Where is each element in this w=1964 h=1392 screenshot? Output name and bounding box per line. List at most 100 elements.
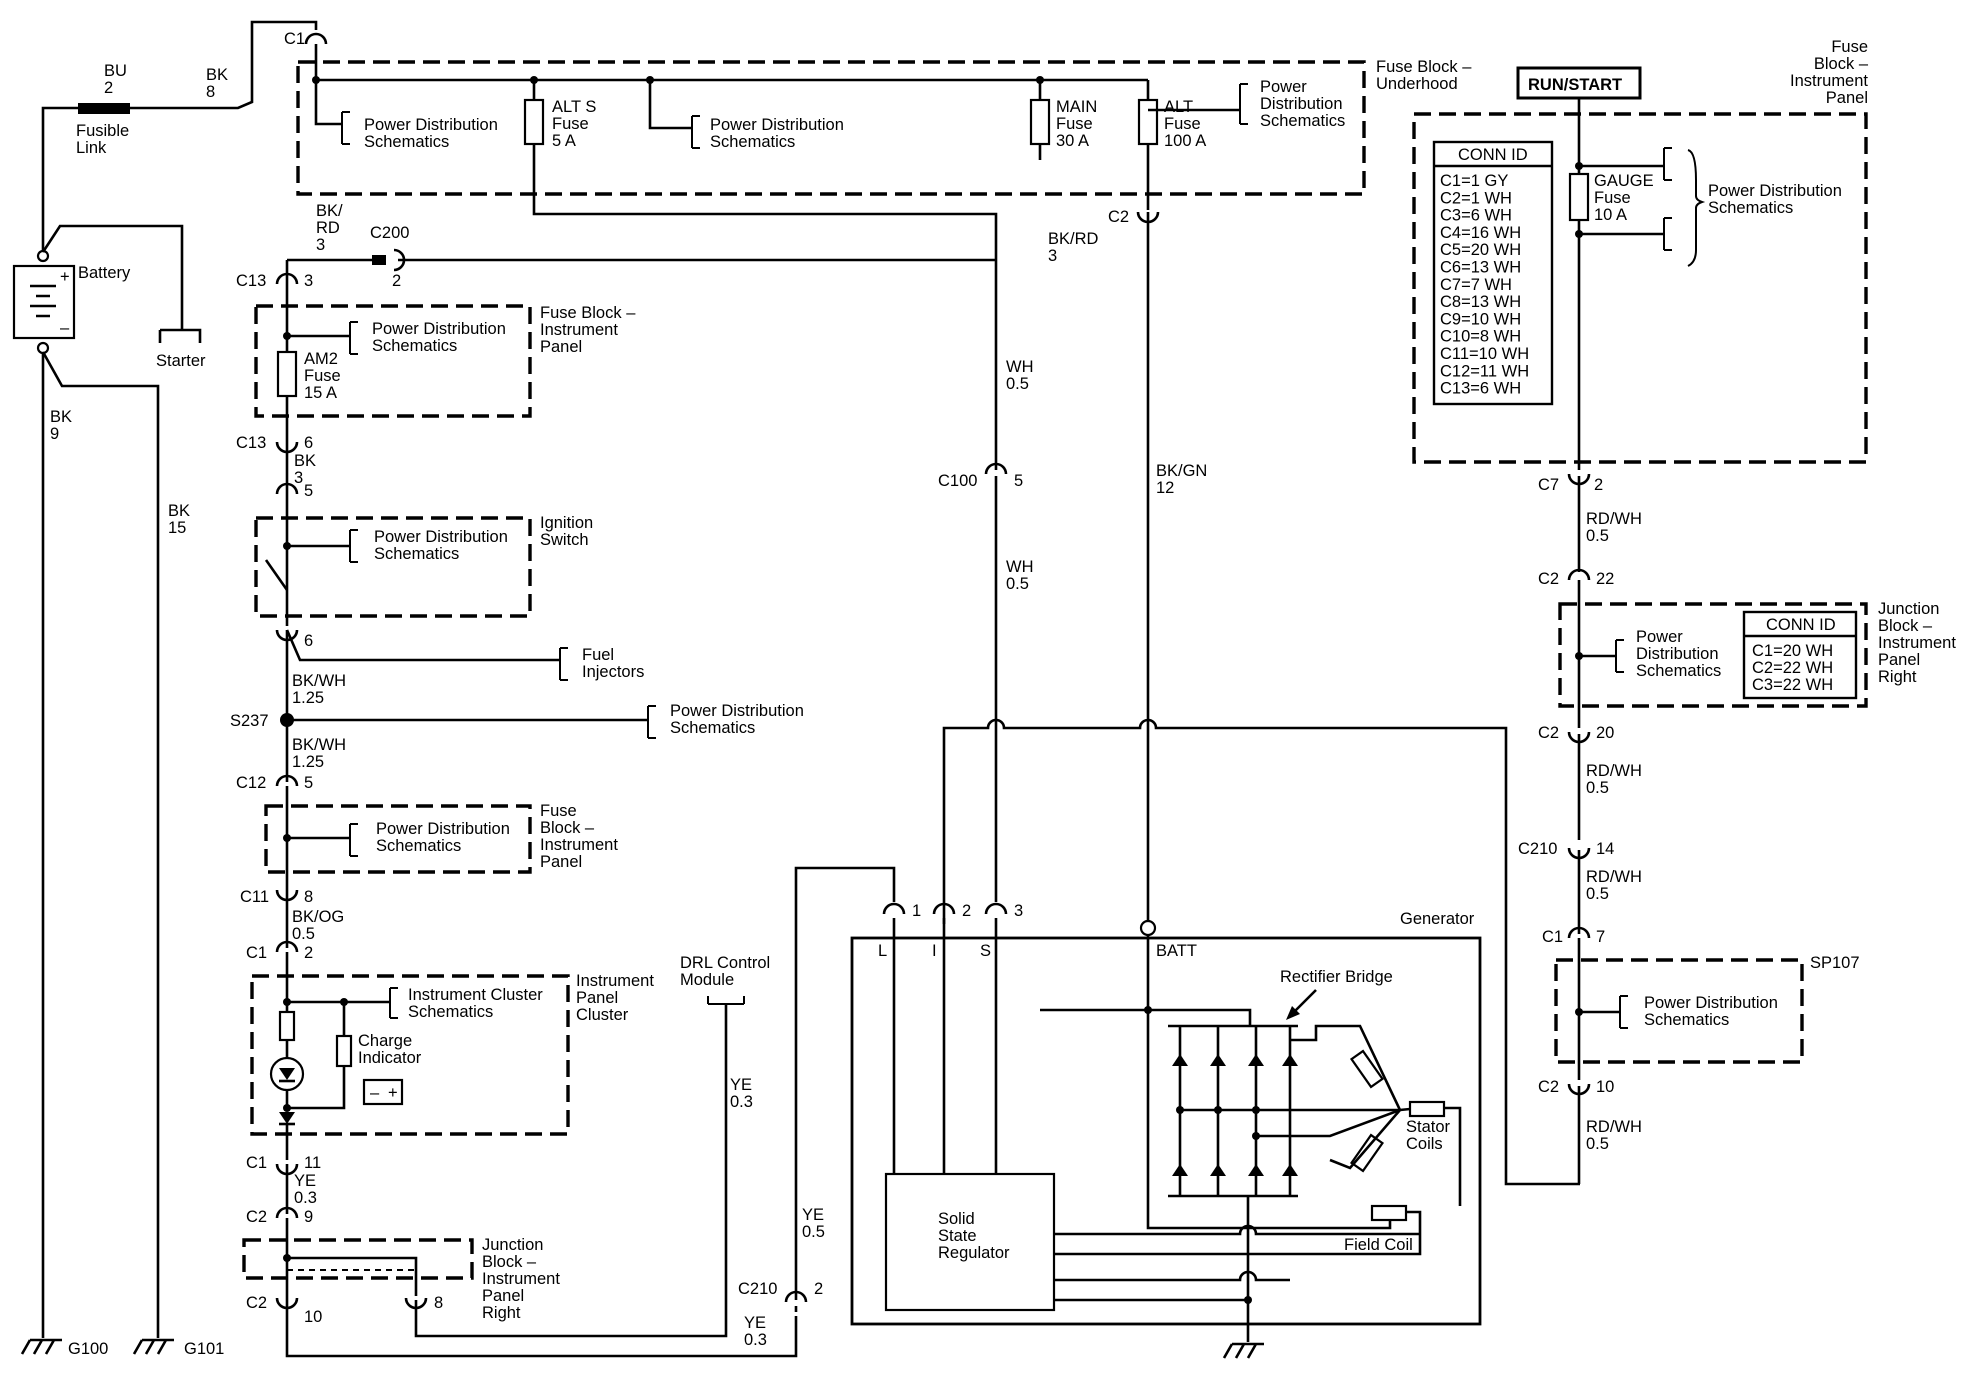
s237-label: S237 (230, 712, 269, 730)
generator-ground-symbol (1222, 1342, 1264, 1359)
term-l-label: L (878, 942, 887, 960)
gen-pin2-label: 2 (962, 902, 971, 920)
gen-pin3-label: 3 (1014, 902, 1023, 920)
c1-7-pin: 7 (1596, 928, 1605, 946)
conn-id-row: C6=13 WH (1440, 259, 1521, 277)
stator-coils-symbol (1329, 1049, 1462, 1206)
conn-id-row: C12=11 WH (1440, 362, 1529, 380)
right-chain (1412, 66, 1868, 1184)
c2-10r-label: C2 (1538, 1078, 1559, 1096)
generator-block (850, 918, 1482, 1359)
battery-symbol (12, 264, 76, 340)
c13a-pin: 3 (304, 272, 313, 290)
term-s-label: S (980, 942, 991, 960)
g100-label: G100 (68, 1340, 108, 1358)
c2-10-label: C2 (246, 1294, 267, 1312)
middle-wires (784, 250, 1580, 1312)
conn-id-row: C4=16 WH (1440, 224, 1521, 242)
generator-label: Generator (1400, 910, 1475, 928)
pin6a-label: 6 (304, 632, 313, 650)
c210-left-pin: 2 (814, 1280, 823, 1298)
c1-top-label: C1 (284, 30, 305, 48)
conn-id2-row: C3=22 WH (1752, 676, 1833, 694)
c11-pin: 8 (304, 888, 313, 906)
conn-id-row: C9=10 WH (1440, 310, 1521, 328)
c1-7-label: C1 (1542, 928, 1563, 946)
c1-ipc-label: C1 (246, 944, 267, 962)
fusible-link-symbol (78, 103, 130, 114)
run-start-box (1516, 66, 1642, 100)
c2-20-pin: 20 (1596, 724, 1614, 742)
fuse-block-underhood (296, 32, 1366, 924)
run-start-label: RUN/START (1528, 76, 1622, 94)
conn-id-row: C3=6 WH (1440, 207, 1512, 225)
c100-label: C100 (938, 472, 977, 490)
bk15-color: BK (168, 502, 190, 520)
c1-11-pin: 11 (304, 1154, 321, 1172)
main-fuse-symbol (1029, 98, 1051, 146)
c2-22-pin: 22 (1596, 570, 1614, 588)
field-coil-label: Field Coil (1344, 1236, 1413, 1254)
gen-pin1-label: 1 (912, 902, 921, 920)
conn-id-title: CONN ID (1458, 146, 1528, 164)
conn-id-row: C11=10 WH (1440, 345, 1529, 363)
c12-label: C12 (236, 774, 266, 792)
conn-id-row: C2=1 WH (1440, 189, 1512, 207)
conn-id-row: C8=13 WH (1440, 293, 1521, 311)
gauge-fuse-symbol (1568, 172, 1590, 222)
conn-id-row: C10=8 WH (1440, 328, 1521, 346)
c2-9-pin: 9 (304, 1208, 313, 1226)
c1-ipc-pin: 2 (304, 944, 313, 962)
c200-label: C200 (370, 224, 409, 242)
conn-id-row: C5=20 WH (1440, 241, 1521, 259)
fusible-wire-color: BU (104, 62, 127, 80)
c210-left-label: C210 (738, 1280, 777, 1298)
conn-id-row: C7=7 WH (1440, 276, 1512, 294)
battery-label: Battery (78, 264, 131, 282)
pin5a-label: 5 (304, 482, 313, 500)
field-coil-symbol (1370, 1204, 1408, 1222)
term-i-label: I (932, 942, 937, 960)
sp107-label: SP107 (1810, 954, 1860, 972)
bk9-gauge: 9 (50, 425, 59, 443)
c210-right-pin: 14 (1596, 840, 1614, 858)
c100-pin: 5 (1014, 472, 1023, 490)
alt-fuse-symbol (1137, 98, 1159, 146)
conn-id-row: C1=1 GY (1440, 172, 1508, 190)
c7-pin: 2 (1594, 476, 1603, 494)
ground-g101-symbol (132, 1338, 174, 1355)
c1-11-label: C1 (246, 1154, 267, 1172)
conn-id2-row: C1=20 WH (1752, 642, 1833, 660)
fuse-block-underhood-label: Fuse Block –Underhood (1376, 58, 1472, 93)
alts-fuse-symbol (523, 98, 545, 146)
conn-id-row: C13=6 WH (1440, 380, 1521, 398)
